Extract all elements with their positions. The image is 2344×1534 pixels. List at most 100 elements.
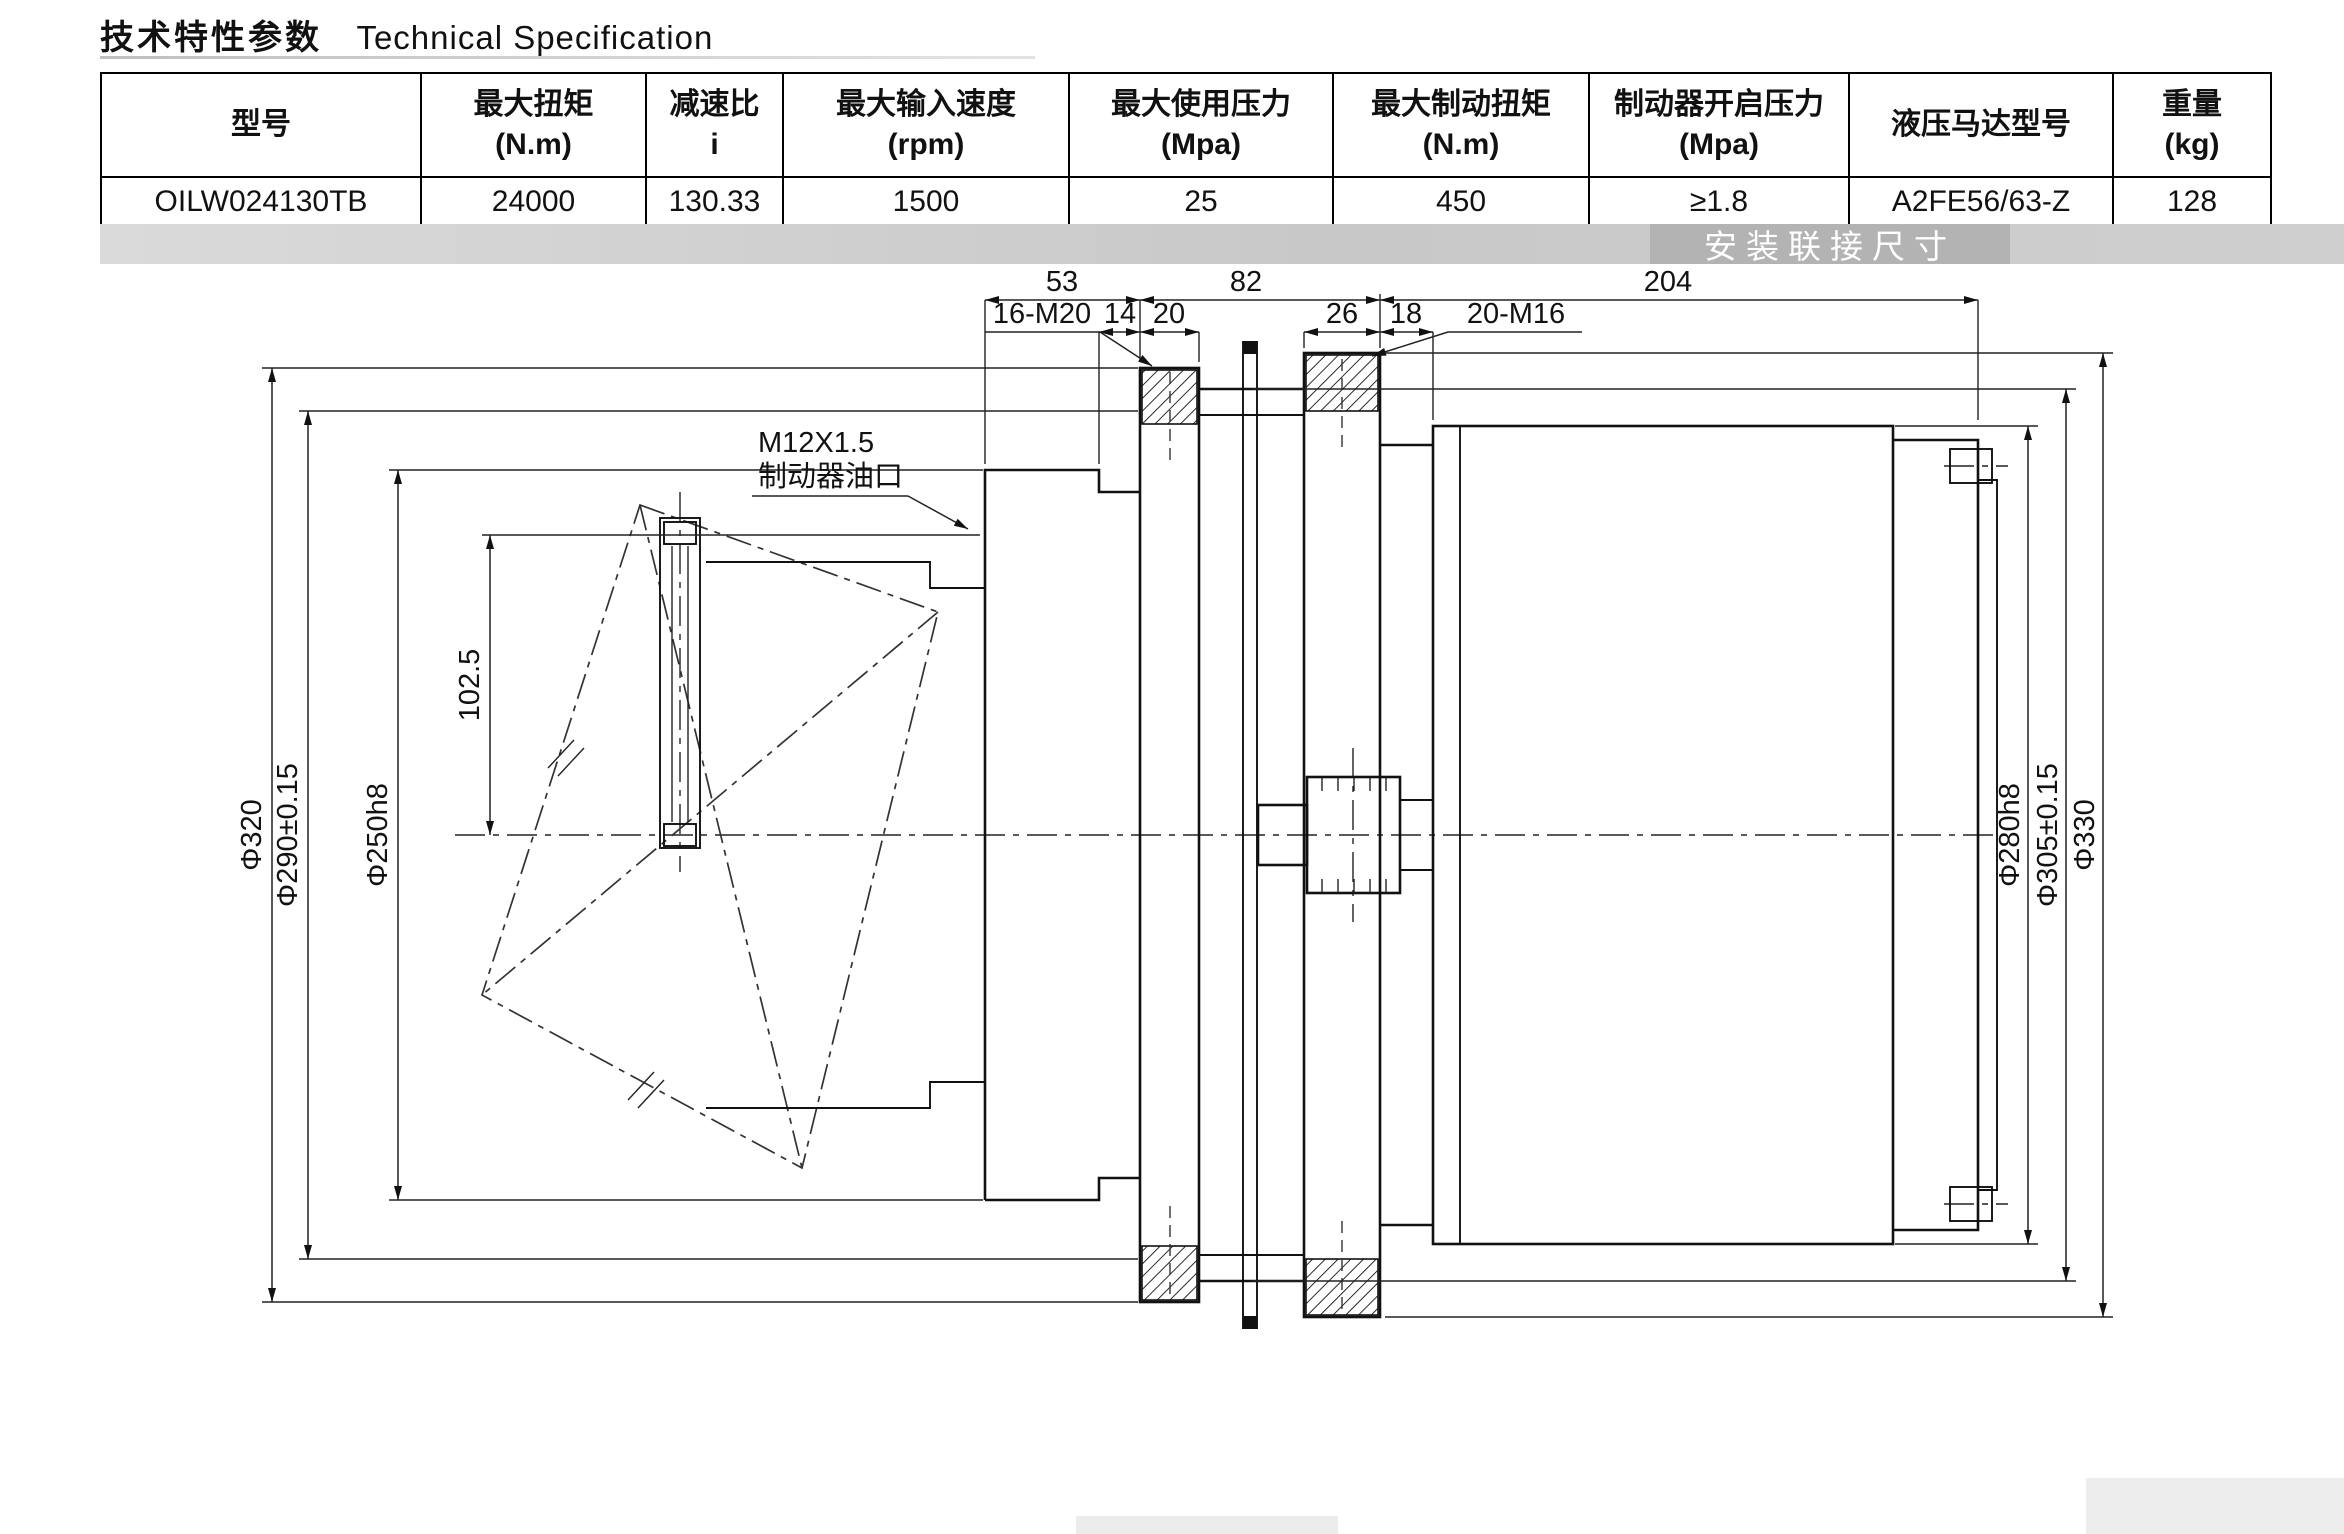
hydraulic-motor [1380,424,1998,1246]
spec-table: 型号 最大扭矩 (N.m) 减速比 i 最大输入速度 (rpm) 最大使用压力 (Mpa… [100,72,2272,228]
col-label: 最大使用压力 [1111,88,1291,121]
cell-ratio: 130.33 [645,176,784,228]
housing-top-profile [983,468,1140,1200]
dia320-label: Φ320 [236,799,268,871]
dia305-label: Φ305±0.15 [2032,763,2064,907]
col-header-max-input-speed: 最大输入速度 (rpm) [782,72,1070,178]
motor-body [1431,424,1895,1246]
col-header-brake-open-pressure: 制动器开启压力 (Mpa) [1588,72,1850,178]
col-label: 减速比 [669,88,760,121]
col-label: 最大输入速度 [836,88,1016,121]
spline-hub-cap-top [663,521,697,545]
offset-dimension: 102.5 [454,534,980,835]
col-label: 最大制动扭矩 [1371,88,1551,121]
col-unit: (N.m) [495,128,572,161]
spline-hub [659,517,701,849]
col-unit: i [710,128,719,161]
dim-20-label: 20 [1153,298,1185,330]
scan-artifact [1076,1516,1338,1534]
break-mark-upper [547,739,585,777]
dia250-label: Φ250h8 [362,783,394,887]
title-zh: 技术特性参数 [100,19,322,57]
cell-brake-open-pressure: ≥1.8 [1588,176,1850,228]
col-header-motor-model: 液压马达型号 [1848,72,2114,178]
spec-header-row: 型号 最大扭矩 (N.m) 减速比 i 最大输入速度 (rpm) 最大使用压力 (Mpa… [100,72,2272,178]
dia290-label: Φ290±0.15 [272,763,304,907]
port-leader-line [907,495,969,530]
disc-section-bottom [1243,1316,1257,1329]
internal-drum-top [706,561,985,589]
phantom-outline [480,503,940,1170]
shaft-coupling [1256,775,1433,895]
col-unit: (N.m) [1422,128,1500,161]
port-plug-bottom [1949,1186,1993,1222]
title-underline [100,56,1035,59]
motor-rear-face [1978,479,1998,1191]
left-dimensions: Φ320 Φ290±0.15 Φ250h8 [236,367,1138,1303]
mounting-banner-box: 安装联接尺寸 [1650,224,2010,265]
port-plug-top [1949,448,1993,484]
cell-max-pressure: 25 [1068,176,1334,228]
cell-max-torque: 24000 [420,176,647,228]
bolts-right-label: 20-M16 [1467,298,1565,330]
page-title: 技术特性参数 Technical Specification [100,10,1200,59]
coupling-spline-ticks [1321,777,1387,893]
dim-26-label: 26 [1326,298,1358,330]
top-dimensions: 53 82 204 [984,266,1979,464]
col-unit: (Mpa) [1679,128,1759,161]
col-unit: (Mpa) [1161,128,1241,161]
cell-max-brake-torque: 450 [1332,176,1590,228]
dia330-label: Φ330 [2069,799,2101,871]
phantom-cross-brace [481,504,939,1169]
scan-artifact [2086,1478,2344,1534]
dim-82-label: 82 [1230,266,1262,298]
mounting-flange-left [1138,366,1201,1304]
brake-housing [659,468,1140,1202]
cell-weight: 128 [2112,176,2272,228]
mounting-banner: 安装联接尺寸 [100,224,2344,265]
phantom-structure [480,503,940,1170]
right-dimensions: Φ280h8 Φ305±0.15 Φ330 [1252,352,2113,1318]
title-en: Technical Specification [356,19,714,56]
dim-204-label: 204 [1644,266,1692,298]
housing-bottom-profile [985,1176,1140,1202]
spline-hub-cap-bottom [663,823,697,847]
dim-53-label: 53 [1046,266,1078,298]
disc-section-top [1243,341,1257,354]
mounting-banner-label: 安装联接尺寸 [1704,228,1956,265]
dim-18-label: 18 [1390,298,1422,330]
internal-drum-bottom [706,1081,985,1109]
col-header-max-pressure: 最大使用压力 (Mpa) [1068,72,1334,178]
col-label: 最大扭矩 [473,88,594,121]
break-mark-lower [627,1071,665,1109]
cell-motor-model: A2FE56/63-Z [1848,176,2114,228]
col-label: 液压马达型号 [1891,108,2071,141]
flange-left-outline [1138,366,1201,1304]
col-header-model: 型号 [100,72,422,178]
col-label: 型号 [231,108,291,141]
dim-14-label: 14 [1104,298,1136,330]
col-unit: (kg) [2164,128,2220,161]
flange-right-outline [1302,351,1382,1319]
sub-dimensions: 16-M20 14 20 26 18 20-M16 [985,298,1582,464]
offset-dim-label: 102.5 [454,649,486,722]
motor-end-cap [1893,438,1980,1232]
bolts-left-leader [1099,331,1153,367]
port-label-line1: M12X1.5 [758,427,874,459]
dia280-label: Φ280h8 [1994,783,2026,887]
col-header-weight: 重量 (kg) [2112,72,2272,178]
col-header-ratio: 减速比 i [645,72,784,178]
col-label: 制动器开启压力 [1614,88,1824,121]
bolts-left-label: 16-M20 [993,298,1091,330]
port-leader: M12X1.5 制动器油口 [752,427,969,530]
col-label: 重量 [2162,88,2222,121]
spec-data-row: OILW024130TB 24000 130.33 1500 25 450 ≥1… [100,176,2272,228]
mounting-flange-right [1302,351,1382,1319]
col-header-max-brake-torque: 最大制动扭矩 (N.m) [1332,72,1590,178]
bolts-right-leader [1371,331,1449,357]
port-label-line2: 制动器油口 [758,460,903,493]
col-unit: (rpm) [887,128,965,161]
cell-model: OILW024130TB [100,176,422,228]
